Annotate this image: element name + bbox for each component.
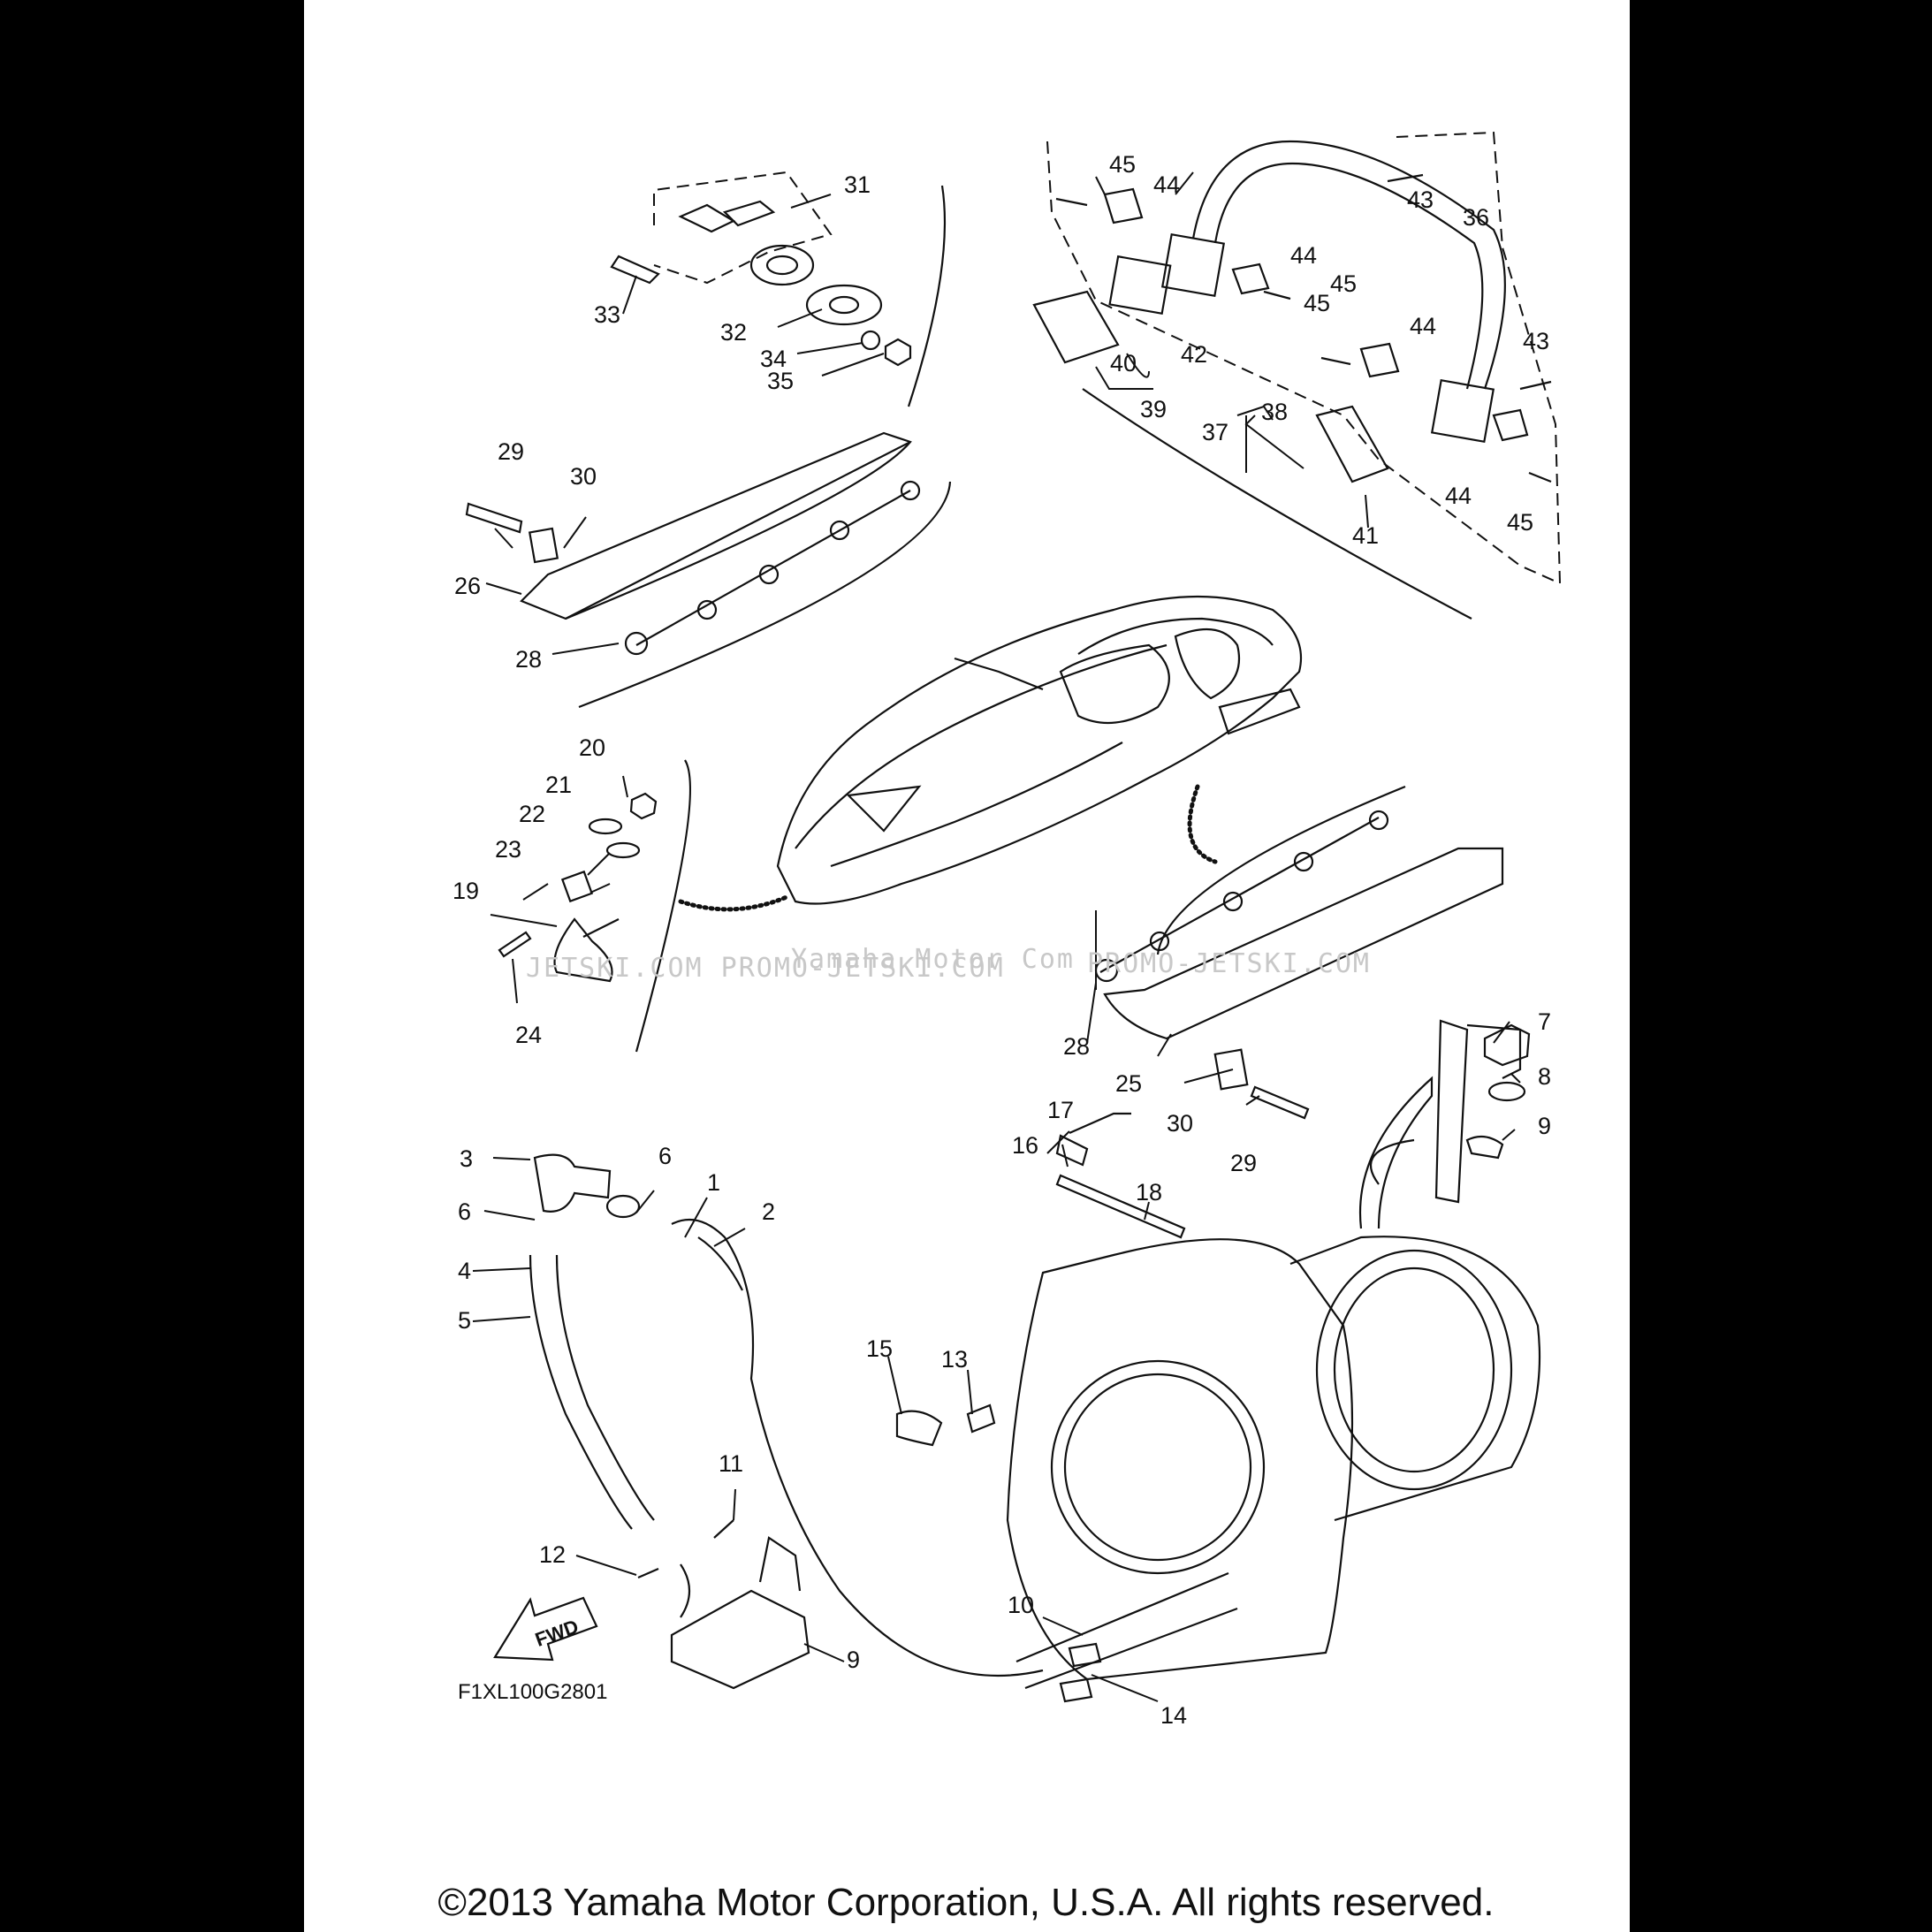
diagram-code: F1XL100G2801 [458, 1680, 607, 1704]
callout-44a: 44 [1153, 171, 1180, 198]
callout-17: 16 [1012, 1132, 1038, 1159]
callout-1: 1 [707, 1169, 720, 1196]
callout-14: 13 [941, 1346, 968, 1373]
callout-3: 3 [460, 1145, 473, 1172]
callout-29b: 29 [1230, 1150, 1257, 1176]
callout-30a: 30 [570, 463, 597, 490]
group-31-drain-plug [610, 171, 947, 407]
copyright-notice: ©2013 Yamaha Motor Corporation, U.S.A. A… [437, 1881, 1495, 1924]
callout-45d: 45 [1507, 509, 1533, 536]
callout-30b: 30 [1167, 1110, 1193, 1137]
callout-32: 32 [720, 319, 747, 346]
callout-5: 5 [458, 1307, 471, 1334]
callout-43a: 43 [1407, 186, 1434, 213]
fwd-arrow: FWD [493, 1596, 598, 1662]
callout-34: 34 [760, 346, 787, 372]
fwd-label: FWD [532, 1615, 582, 1651]
callout-42: 42 [1181, 341, 1207, 368]
callout-12: 11 [719, 1450, 743, 1477]
callout-4: 4 [458, 1258, 471, 1284]
callout-24: 23 [495, 836, 521, 863]
jet-ski-hull-drawing [776, 595, 1303, 905]
callout-41: 41 [1352, 522, 1379, 549]
group-36-grab-handle [1032, 131, 1562, 620]
callout-26: 25 [1115, 1070, 1142, 1097]
callout-29a: 29 [498, 438, 524, 465]
pump-housing [895, 1019, 1541, 1703]
callout-44c: 44 [1410, 313, 1436, 339]
callout-10: 9 [847, 1647, 860, 1673]
callout-31: 31 [844, 171, 871, 198]
callout-11: 10 [1008, 1592, 1034, 1618]
callout-8: 8 [1538, 1063, 1551, 1090]
watermark-right: PROMO-JETSKI.COM [1087, 948, 1371, 979]
callout-40: 40 [1110, 350, 1137, 377]
callout-6a: 6 [658, 1143, 672, 1169]
callout-13: 12 [539, 1541, 566, 1568]
callout-43b: 43 [1523, 328, 1549, 354]
callout-39: 39 [1140, 396, 1167, 422]
callout-19: 18 [1136, 1179, 1162, 1206]
callout-44d: 44 [1445, 483, 1472, 509]
group-20-bracket [498, 759, 789, 1053]
watermark: JETSKI.COM PROMO-JETSKI.COM Yamaha Motor… [526, 944, 1371, 984]
callout-18: 17 [1047, 1097, 1074, 1123]
callout-28b: 28 [1063, 1033, 1090, 1060]
watermark-center: Yamaha Motor Com [791, 944, 1075, 975]
callout-44b: 44 [1290, 242, 1317, 269]
callout-7: 7 [1538, 1008, 1551, 1035]
callout-37: 37 [1202, 419, 1228, 445]
callout-9: 9 [1538, 1113, 1551, 1139]
leader-lines [472, 171, 1521, 1702]
callout-38: 38 [1261, 399, 1288, 425]
callout-45b: 45 [1330, 270, 1357, 297]
watermark-left: JETSKI.COM PROMO-JETSKI.COM [526, 953, 1005, 984]
callout-16: 15 [866, 1335, 893, 1362]
callout-45c: 45 [1304, 290, 1330, 316]
callout-20: 19 [453, 878, 479, 904]
group-26-right-rail [1094, 784, 1504, 1120]
callout-23: 22 [519, 801, 545, 827]
callout-35: 35 [767, 368, 794, 394]
callout-27: 26 [454, 573, 481, 599]
callout-2: 2 [762, 1198, 775, 1225]
callouts: 31 33 32 34 35 45 44 43 36 44 45 45 44 4… [453, 151, 1551, 1729]
callout-21: 20 [579, 734, 605, 761]
group-27-left-rail [465, 431, 952, 709]
callout-28a: 28 [515, 646, 542, 673]
callout-36: 36 [1463, 204, 1489, 231]
callout-6b: 6 [458, 1198, 471, 1225]
callout-33: 33 [594, 301, 620, 328]
callout-22: 21 [545, 772, 572, 798]
hose-group [529, 1153, 1044, 1690]
callout-45a: 45 [1109, 151, 1136, 178]
callout-25: 24 [515, 1022, 542, 1048]
callout-15: 14 [1160, 1702, 1187, 1729]
